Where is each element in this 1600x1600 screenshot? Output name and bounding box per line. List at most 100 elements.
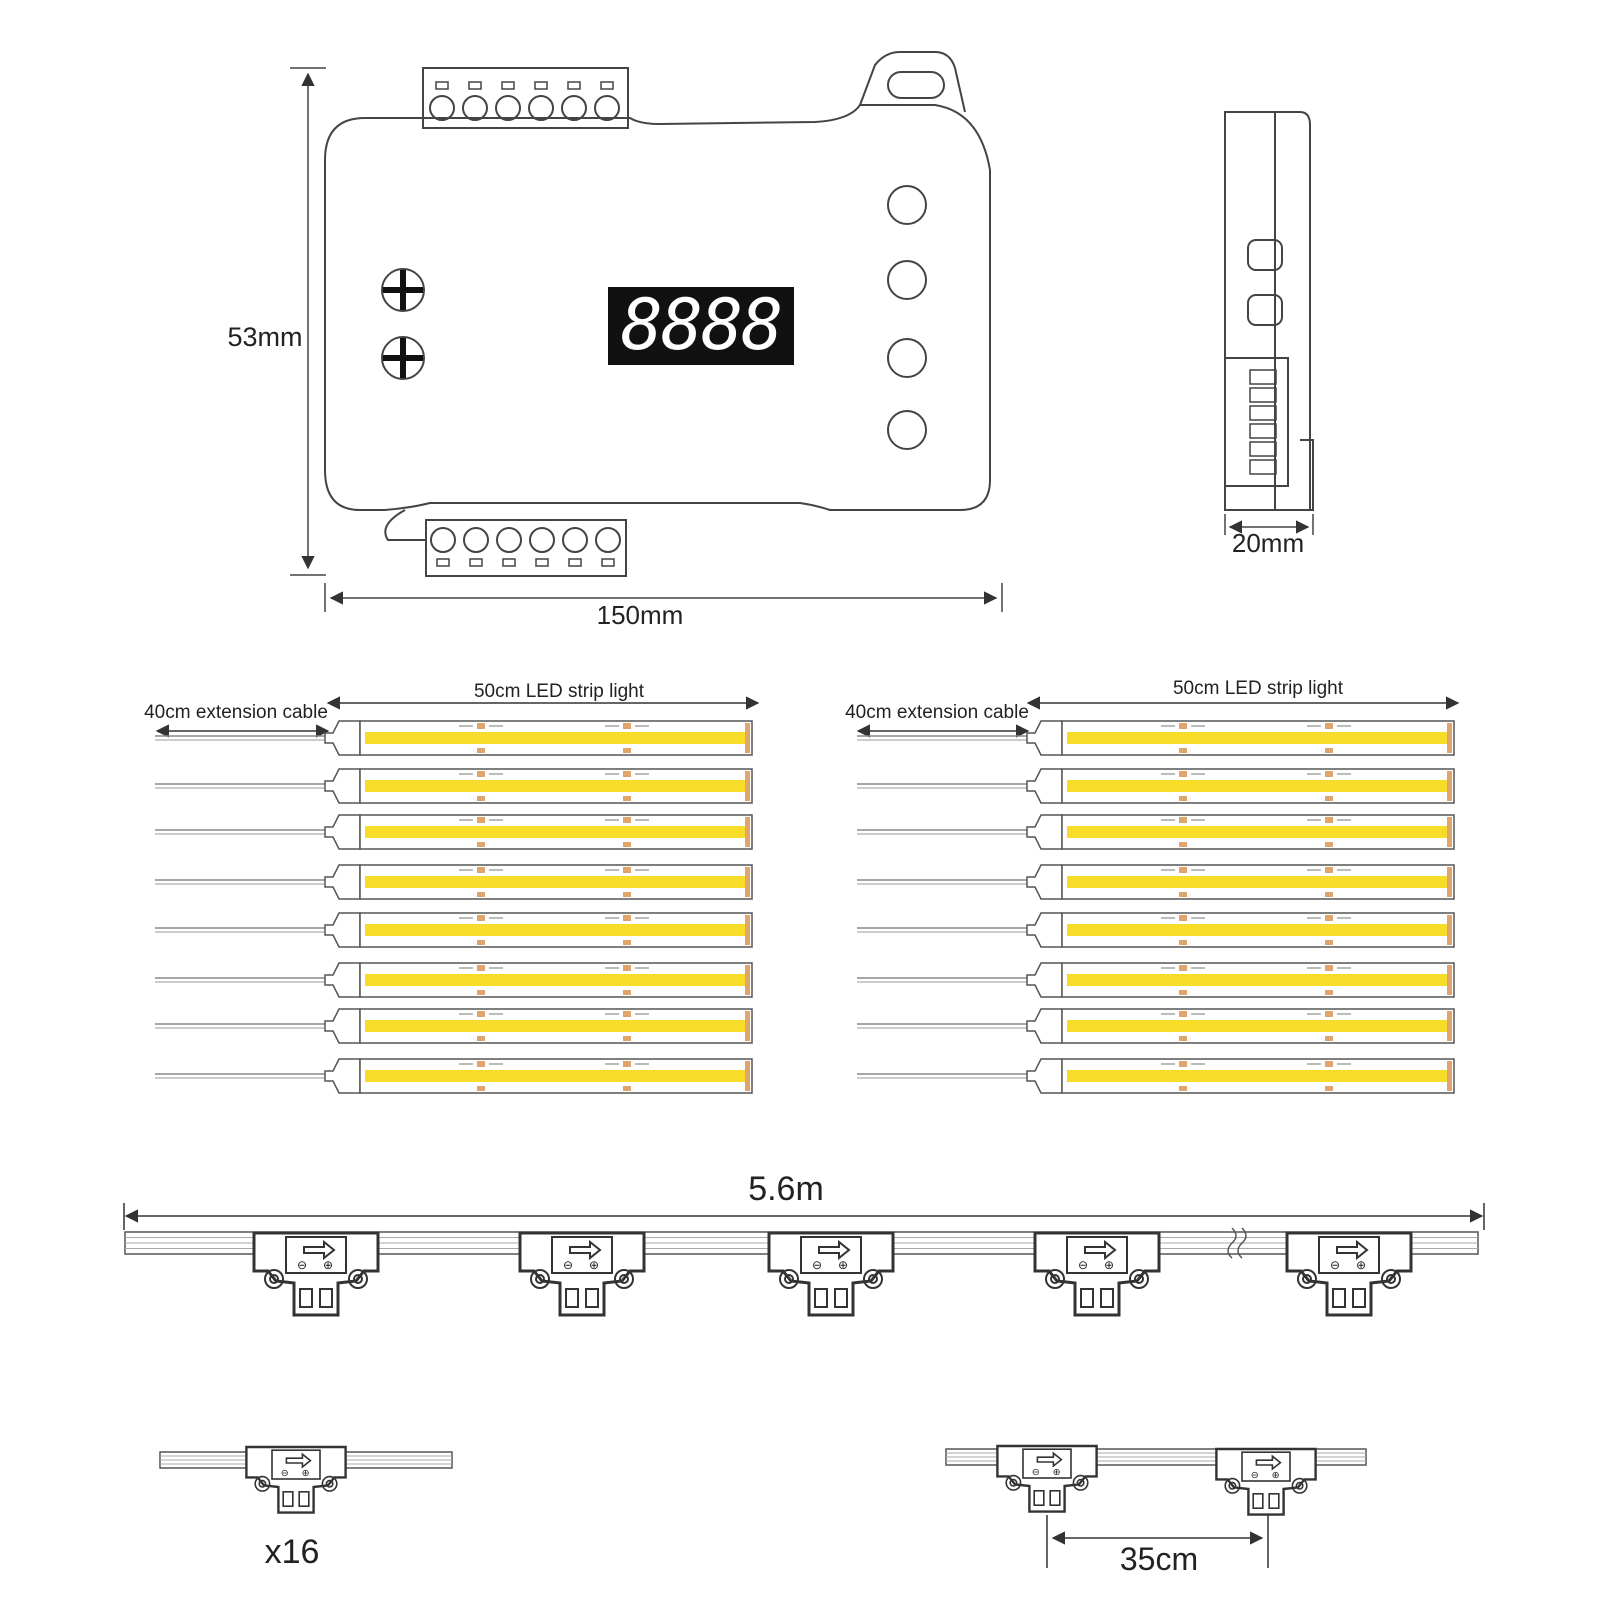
terminal-slot	[567, 81, 581, 90]
svg-text:⊕: ⊕	[1053, 1467, 1061, 1478]
svg-text:⊕: ⊕	[838, 1258, 848, 1272]
svg-text:⊖: ⊖	[1251, 1470, 1259, 1481]
control-button	[887, 338, 927, 378]
cable-label-left: 40cm extension cable	[144, 702, 328, 723]
svg-text:⊖: ⊖	[1032, 1467, 1040, 1478]
flat-cable-with-connectors: ⊖⊕⊖⊕⊖⊕⊖⊕⊖⊕	[124, 1227, 1479, 1317]
bottom-terminal-block	[384, 509, 627, 577]
terminal-slot	[501, 81, 515, 90]
width-label: 150mm	[597, 600, 684, 630]
led-strip	[857, 814, 1455, 850]
led-strip	[155, 1008, 753, 1044]
led-strip	[155, 720, 753, 756]
led-strip	[155, 1058, 753, 1094]
cable-length-label: 5.6m	[748, 1170, 824, 1208]
side-slot	[1249, 459, 1277, 475]
mounting-tab	[859, 51, 966, 113]
digital-display: 8888	[608, 284, 794, 366]
control-button	[887, 410, 927, 450]
led-strip	[155, 864, 753, 900]
controller-body	[324, 104, 991, 511]
strip-group-left: 40cm extension cable 50cm LED strip ligh…	[144, 681, 760, 1094]
side-slot	[1249, 405, 1277, 421]
svg-text:⊕: ⊕	[1356, 1258, 1366, 1272]
side-slot	[1249, 369, 1277, 385]
terminal-slot	[568, 558, 582, 567]
side-slot	[1249, 441, 1277, 457]
led-strip	[155, 912, 753, 948]
terminal-screw	[561, 95, 587, 121]
terminal-screw	[429, 95, 455, 121]
control-button	[887, 260, 927, 300]
terminal-slot	[502, 558, 516, 567]
screw-icon	[381, 268, 425, 312]
top-terminal-block	[422, 67, 629, 129]
strip-label-left: 50cm LED strip light	[474, 681, 645, 702]
terminal-slot	[535, 558, 549, 567]
strip-list-right	[857, 720, 1455, 1094]
screw-icon	[381, 336, 425, 380]
strip-connector: ⊖⊕	[996, 1444, 1098, 1513]
spacing-dimension	[1046, 1515, 1269, 1568]
svg-text:⊕: ⊕	[589, 1258, 599, 1272]
width-dimension	[324, 583, 1003, 612]
control-button	[887, 185, 927, 225]
strip-list-left	[155, 720, 753, 1094]
svg-text:⊖: ⊖	[1078, 1258, 1088, 1272]
side-slot	[1249, 387, 1277, 403]
led-strip	[857, 1058, 1455, 1094]
svg-text:⊖: ⊖	[297, 1258, 307, 1272]
strip-label-right: 50cm LED strip light	[1173, 678, 1344, 699]
spacing-label: 35cm	[1120, 1541, 1198, 1577]
controller-side-view	[1224, 111, 1314, 511]
led-strip	[155, 814, 753, 850]
mounting-hole	[887, 71, 945, 99]
strip-connector: ⊖⊕	[1033, 1231, 1161, 1317]
terminal-screw	[495, 95, 521, 121]
height-dimension	[290, 67, 326, 576]
side-button	[1247, 294, 1283, 326]
strip-group-right: 40cm extension cable 50cm LED strip ligh…	[845, 678, 1460, 1094]
svg-text:⊖: ⊖	[1330, 1258, 1340, 1272]
controller-front-view	[324, 51, 991, 577]
strip-connector: ⊖⊕	[1285, 1231, 1413, 1317]
terminal-slot	[601, 558, 615, 567]
strip-connector: ⊖⊕	[1215, 1447, 1317, 1516]
strip-connector: ⊖⊕	[518, 1231, 646, 1317]
quantity-label: x16	[265, 1533, 320, 1571]
terminal-screw	[562, 527, 588, 553]
led-strip	[155, 768, 753, 804]
terminal-screw	[496, 527, 522, 553]
terminal-screw	[529, 527, 555, 553]
terminal-slot	[468, 81, 482, 90]
svg-text:⊕: ⊕	[1272, 1470, 1280, 1481]
terminal-screw	[430, 527, 456, 553]
strip-connector: ⊖⊕	[252, 1231, 380, 1317]
terminal-screw	[463, 527, 489, 553]
side-terminal-slots	[1249, 369, 1277, 475]
led-strip	[857, 912, 1455, 948]
svg-text:⊕: ⊕	[323, 1258, 333, 1272]
terminal-slot	[534, 81, 548, 90]
strip-connector: ⊖⊕	[245, 1445, 347, 1514]
svg-text:⊖: ⊖	[281, 1468, 289, 1479]
strip-connector: ⊖⊕	[767, 1231, 895, 1317]
led-strip	[857, 720, 1455, 756]
svg-text:⊕: ⊕	[1104, 1258, 1114, 1272]
terminal-slot	[436, 558, 450, 567]
terminal-slot	[469, 558, 483, 567]
side-slot	[1249, 423, 1277, 439]
display-digits: 8888	[621, 284, 782, 366]
side-button	[1247, 239, 1283, 271]
led-strip	[155, 962, 753, 998]
svg-text:⊕: ⊕	[302, 1468, 310, 1479]
depth-dimension	[1224, 514, 1314, 535]
terminal-screw	[528, 95, 554, 121]
terminal-screw	[595, 527, 621, 553]
terminal-slot	[600, 81, 614, 90]
led-strip	[857, 962, 1455, 998]
height-label: 53mm	[227, 322, 302, 352]
terminal-slot	[435, 81, 449, 90]
led-strip	[857, 864, 1455, 900]
